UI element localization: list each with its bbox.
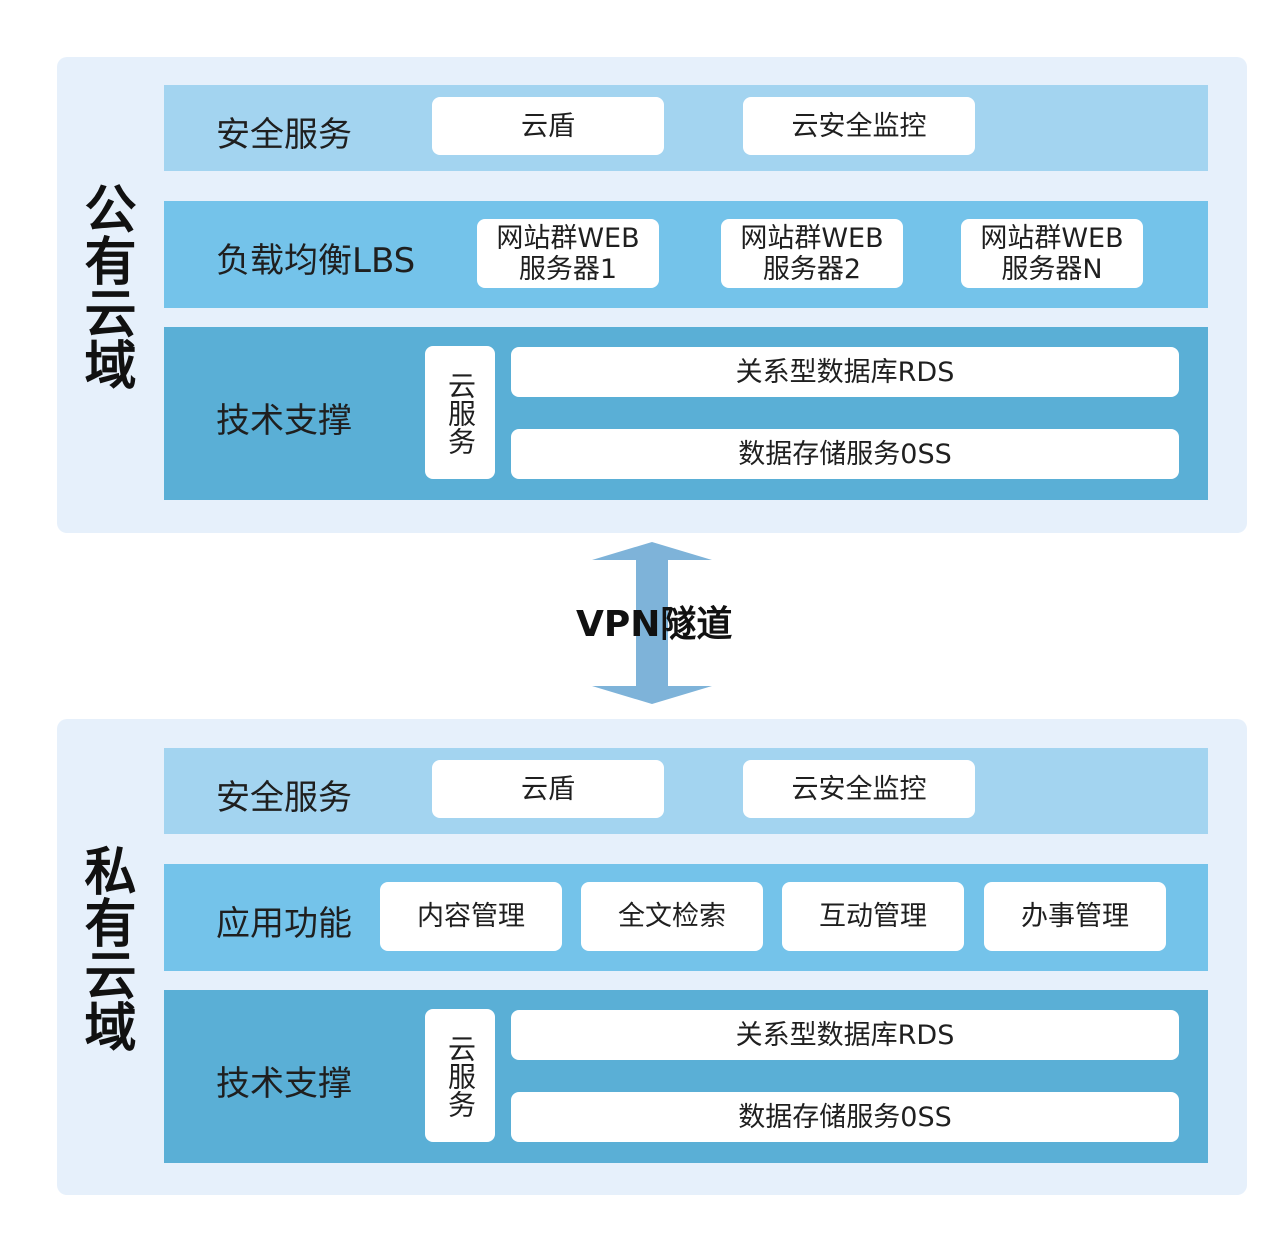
private-security-item-yundun: 云盾 (432, 760, 664, 818)
public-lbs-label: 负载均衡LBS (216, 241, 416, 281)
public-tech-row: 技术支撑 云服务 关系型数据库RDS 数据存储服务0SS (164, 327, 1208, 500)
private-cloud-service-label: 云服务 (444, 1033, 477, 1118)
public-web-server-1: 网站群WEB 服务器1 (477, 219, 659, 288)
public-web-server-2: 网站群WEB 服务器2 (721, 219, 903, 288)
public-cloud-service-label: 云服务 (444, 370, 477, 455)
vpn-arrow-shape (592, 542, 712, 704)
private-app-label: 应用功能 (216, 904, 352, 944)
public-domain-title: 公有云域 (75, 182, 135, 390)
public-security-item-monitor: 云安全监控 (743, 97, 975, 155)
private-tech-label: 技术支撑 (216, 1064, 352, 1104)
app-content-management: 内容管理 (380, 882, 562, 951)
private-cloud-domain: 私有云域 安全服务 云盾 云安全监控 应用功能 内容管理 全文检索 互动管理 办… (57, 719, 1247, 1195)
public-oss-box: 数据存储服务0SS (511, 429, 1179, 479)
app-affairs-management: 办事管理 (984, 882, 1166, 951)
app-fulltext-search: 全文检索 (581, 882, 763, 951)
public-rds-box: 关系型数据库RDS (511, 347, 1179, 397)
public-security-item-yundun: 云盾 (432, 97, 664, 155)
public-cloud-domain: 公有云域 安全服务 云盾 云安全监控 负载均衡LBS 网站群WEB 服务器1 网… (57, 57, 1247, 533)
public-security-label: 安全服务 (216, 115, 352, 155)
private-rds-box: 关系型数据库RDS (511, 1010, 1179, 1060)
public-lbs-row: 负载均衡LBS 网站群WEB 服务器1 网站群WEB 服务器2 网站群WEB 服… (164, 201, 1208, 308)
private-oss-box: 数据存储服务0SS (511, 1092, 1179, 1142)
vpn-tunnel-label: VPN隧道 (576, 604, 733, 645)
public-security-row: 安全服务 云盾 云安全监控 (164, 85, 1208, 171)
private-security-item-monitor: 云安全监控 (743, 760, 975, 818)
private-app-row: 应用功能 内容管理 全文检索 互动管理 办事管理 (164, 864, 1208, 971)
public-tech-label: 技术支撑 (216, 401, 352, 441)
private-security-row: 安全服务 云盾 云安全监控 (164, 748, 1208, 834)
private-domain-title: 私有云域 (75, 844, 135, 1052)
private-security-label: 安全服务 (216, 778, 352, 818)
private-tech-row: 技术支撑 云服务 关系型数据库RDS 数据存储服务0SS (164, 990, 1208, 1163)
public-cloud-service-box: 云服务 (425, 346, 495, 479)
vpn-double-arrow-icon (592, 542, 712, 704)
app-interaction-management: 互动管理 (782, 882, 964, 951)
public-web-server-n: 网站群WEB 服务器N (961, 219, 1143, 288)
private-cloud-service-box: 云服务 (425, 1009, 495, 1142)
